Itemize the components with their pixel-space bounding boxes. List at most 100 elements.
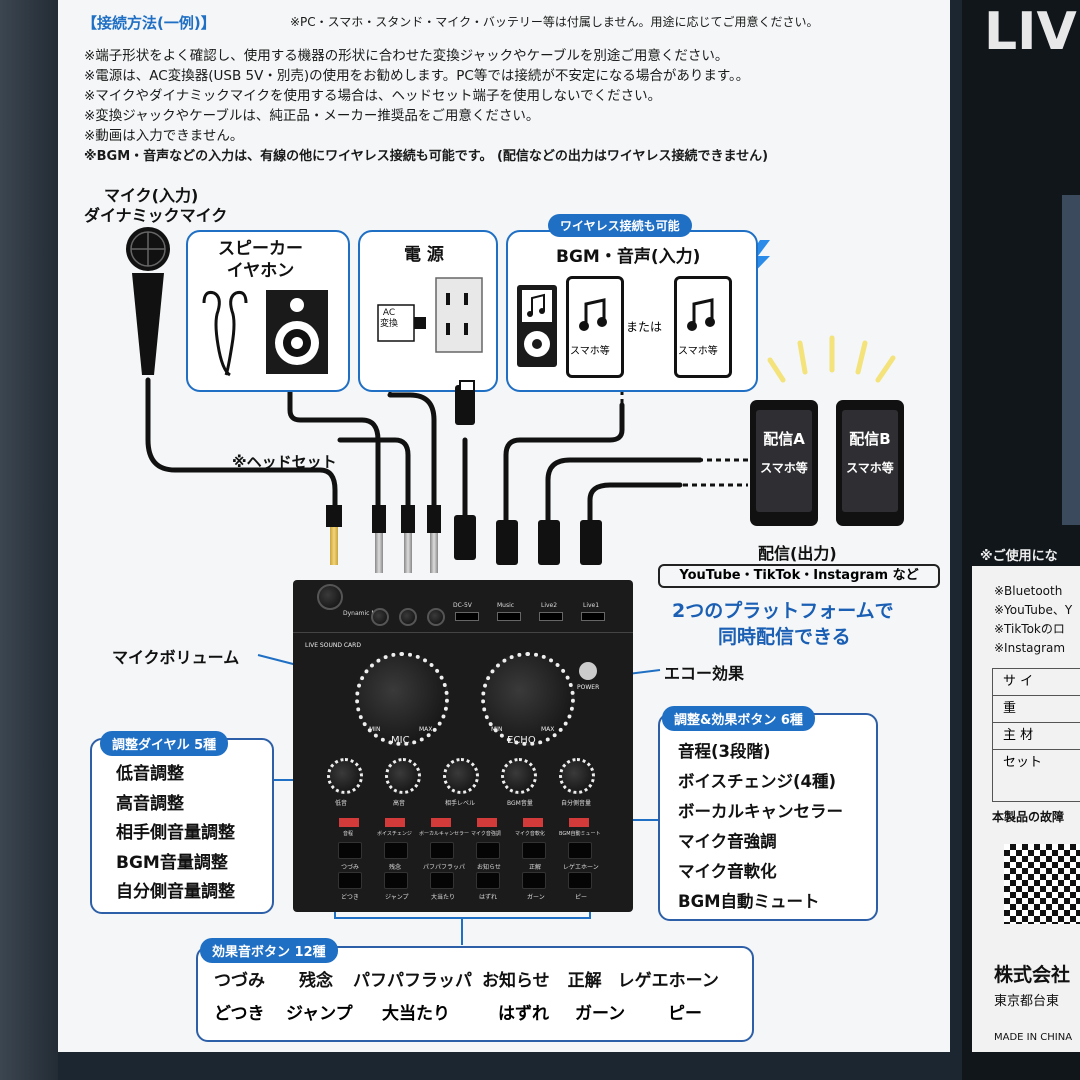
ac-adapter-label: AC 変換 bbox=[380, 308, 399, 329]
sfx-button[interactable] bbox=[568, 872, 592, 889]
partner-level-knob[interactable] bbox=[443, 758, 479, 794]
sound-card-device: Dynamic MIC DC-5V Music Live2 Live1 LIVE… bbox=[293, 580, 633, 912]
company-address: 東京都台東 bbox=[994, 994, 1060, 1009]
effect-item: 音程(3段階) bbox=[678, 742, 771, 761]
stream-b-sub: スマホ等 bbox=[846, 461, 894, 475]
bgm-phone-1 bbox=[566, 276, 624, 378]
plug-trs-1 bbox=[326, 505, 342, 527]
note-5: ※動画は入力できません。 bbox=[84, 128, 244, 144]
spec-row: 主 材 bbox=[993, 723, 1080, 750]
sfx-item: ガーン bbox=[575, 1004, 626, 1024]
power-button[interactable] bbox=[579, 662, 597, 680]
section-title: 【接続方法(一例)】 bbox=[82, 14, 216, 32]
power-outlet-icon bbox=[377, 277, 483, 353]
note-3: ※マイクやダイナミックマイクを使用する場合は、ヘッドセット端子を使用しないでくだ… bbox=[84, 88, 662, 104]
sfx-button[interactable] bbox=[568, 842, 592, 859]
package-window bbox=[1062, 195, 1080, 525]
spec-row: 重 bbox=[993, 696, 1080, 723]
mic-soften-button[interactable] bbox=[523, 818, 543, 827]
bgm-phone-label: スマホ等 bbox=[570, 346, 610, 357]
dial-item: BGM音量調整 bbox=[116, 852, 228, 873]
treble-knob[interactable] bbox=[385, 758, 421, 794]
sfx-button[interactable] bbox=[384, 872, 408, 889]
plug-trs-3 bbox=[401, 505, 415, 533]
sfx-label: ガーン bbox=[527, 894, 545, 901]
dials-box bbox=[90, 738, 274, 914]
qr-code-icon bbox=[1004, 844, 1080, 924]
usage-line: ※YouTube、Y bbox=[994, 603, 1073, 617]
jack-icon bbox=[399, 608, 417, 626]
usb-tip-icon bbox=[459, 380, 475, 392]
echo-knob[interactable] bbox=[481, 652, 575, 746]
power-box-title: 電 源 bbox=[404, 245, 444, 265]
sfx-button[interactable] bbox=[522, 872, 546, 889]
bgm-phone-2 bbox=[674, 276, 732, 378]
red-label: 音程 bbox=[343, 831, 354, 837]
sfx-button[interactable] bbox=[338, 872, 362, 889]
stream-b-title: 配信B bbox=[849, 430, 891, 448]
stream-a-title: 配信A bbox=[763, 430, 805, 448]
red-label: ボイスチェンジ bbox=[377, 831, 412, 837]
sfx-tag: 効果音ボタン 12種 bbox=[200, 938, 338, 963]
tagline-1: 2つのプラットフォームで bbox=[672, 600, 894, 622]
usage-line: ※Bluetooth bbox=[994, 584, 1063, 598]
knob-label: 低音 bbox=[335, 800, 348, 807]
sfx-button[interactable] bbox=[430, 842, 454, 859]
wireless-tag: ワイヤレス接続も可能 bbox=[548, 214, 692, 237]
spec-table: サ イ 重 主 材 セット bbox=[992, 668, 1080, 802]
sfx-button[interactable] bbox=[476, 842, 500, 859]
effects-tag: 調整&効果ボタン 6種 bbox=[662, 706, 815, 731]
self-volume-knob[interactable] bbox=[559, 758, 595, 794]
mic-volume-knob[interactable] bbox=[355, 652, 449, 746]
plug-usb-4 bbox=[580, 520, 602, 565]
bass-knob[interactable] bbox=[327, 758, 363, 794]
effects-box bbox=[658, 713, 878, 921]
plug-trs-2 bbox=[372, 505, 386, 533]
red-label: BGM自動ミュート bbox=[559, 831, 601, 837]
sfx-item: ジャンプ bbox=[286, 1004, 353, 1024]
sfx-button[interactable] bbox=[384, 842, 408, 859]
port-label: Live1 bbox=[583, 602, 600, 609]
bgm-volume-knob[interactable] bbox=[501, 758, 537, 794]
note-2: ※電源は、AC変換器(USB 5V・別売)の使用をお勧めします。PC等では接続が… bbox=[84, 68, 750, 84]
sfx-button[interactable] bbox=[522, 842, 546, 859]
port-label: DC-5V bbox=[453, 602, 472, 609]
sfx-label: つづみ bbox=[341, 864, 360, 871]
sfx-label: ジャンプ bbox=[385, 894, 409, 901]
tagline-2: 同時配信できる bbox=[718, 626, 851, 648]
usb-port bbox=[455, 612, 479, 621]
vocal-cancel-button[interactable] bbox=[431, 818, 451, 827]
sfx-item: どつき bbox=[214, 1004, 265, 1024]
sfx-button[interactable] bbox=[476, 872, 500, 889]
stream-phone-b: 配信B スマホ等 bbox=[836, 400, 904, 526]
sfx-button[interactable] bbox=[430, 872, 454, 889]
port-label: Music bbox=[497, 602, 515, 609]
sfx-label: 大当たり bbox=[431, 894, 456, 901]
dial-item: 低音調整 bbox=[116, 764, 184, 784]
sfx-label: お知らせ bbox=[477, 864, 501, 871]
port-label: Live2 bbox=[541, 602, 558, 609]
dial-item: 相手側音量調整 bbox=[116, 823, 235, 843]
divider bbox=[293, 632, 633, 633]
sfx-row1: つづみ残念パフパフラッパお知らせ正解レゲエホーン bbox=[214, 967, 719, 997]
voice-change-button[interactable] bbox=[385, 818, 405, 827]
note-1: ※端子形状をよく確認し、使用する機器の形状に合わせた変換ジャックやケーブルを別途… bbox=[84, 48, 729, 64]
plug-usb-1 bbox=[454, 515, 476, 560]
echo-callout: エコー効果 bbox=[664, 664, 745, 683]
or-text: または bbox=[626, 320, 663, 334]
sfx-item: 残念 bbox=[299, 971, 333, 991]
usage-line: ※Instagram bbox=[994, 641, 1066, 655]
sfx-button[interactable] bbox=[338, 842, 362, 859]
usb-port bbox=[581, 612, 605, 621]
box-edge-left bbox=[0, 0, 58, 1080]
red-label: マイク音軟化 bbox=[515, 831, 545, 837]
bgm-mute-button[interactable] bbox=[569, 818, 589, 827]
effect-item: BGM自動ミュート bbox=[678, 892, 820, 911]
sfx-label: はずれ bbox=[479, 894, 498, 901]
pitch-button[interactable] bbox=[339, 818, 359, 827]
usage-line: ※TikTokのロ bbox=[994, 622, 1065, 636]
bgm-box-title: BGM・音声(入力) bbox=[556, 247, 701, 267]
mic-boost-button[interactable] bbox=[477, 818, 497, 827]
mic-sublabel: ダイナミックマイク bbox=[84, 206, 228, 225]
